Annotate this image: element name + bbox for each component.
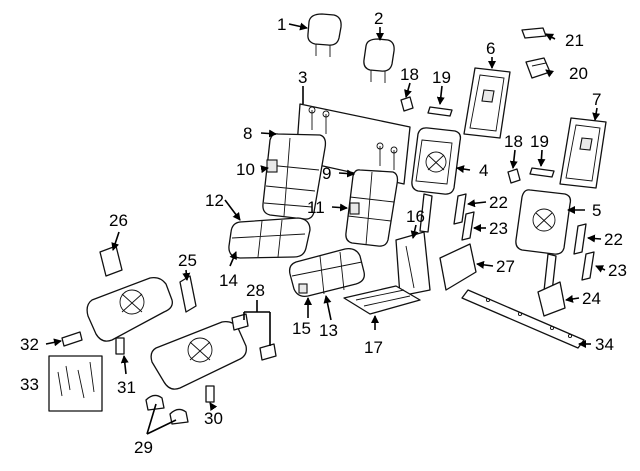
callout-29: 29 [134, 438, 153, 457]
callout-9: 9 [322, 164, 331, 183]
callout-25: 25 [178, 251, 197, 270]
trim-23-right [581, 251, 595, 281]
bracket-20 [525, 57, 551, 79]
callout-32: 32 [20, 335, 39, 354]
bolt-32 [61, 331, 83, 347]
trim-22-right [573, 223, 587, 255]
cushion-pan-17 [343, 285, 421, 315]
clip-18-upper [400, 96, 414, 112]
callout-10: 10 [236, 160, 255, 179]
callout-1: 1 [277, 15, 286, 34]
callout-33: 33 [20, 375, 39, 394]
side-panel-16 [395, 231, 431, 297]
callout-2: 2 [374, 9, 383, 28]
callout-26: 26 [109, 211, 128, 230]
callout-19-upper: 19 [432, 68, 451, 87]
leader-lines [45, 22, 606, 435]
floor-strip-34 [461, 289, 585, 349]
callout-13: 13 [319, 321, 338, 340]
clip-18-lower [507, 168, 521, 184]
bracket-21 [521, 27, 547, 39]
trim-23-left [461, 211, 475, 241]
headrest-center [363, 38, 395, 83]
headrest-guide-panel [295, 103, 411, 185]
callout-11: 11 [307, 198, 325, 217]
clip-19-lower [529, 167, 555, 178]
callout-22-left: 22 [489, 193, 508, 212]
bracket-28a [231, 313, 249, 331]
callout-24: 24 [582, 289, 601, 308]
callout-8: 8 [243, 124, 252, 143]
seat-frame-31 [86, 245, 173, 355]
callout-31: 31 [117, 378, 136, 397]
callout-27: 27 [496, 257, 515, 276]
seatback-panel-upper [463, 67, 511, 139]
seat-cushion-center [288, 248, 365, 297]
seat-cushion-left [228, 217, 311, 259]
callout-14: 14 [219, 271, 238, 290]
callout-15: 15 [292, 319, 311, 338]
callout-34: 34 [595, 335, 614, 354]
callout-30: 30 [204, 409, 223, 428]
callout-23-right: 23 [608, 261, 627, 280]
callout-4: 4 [479, 161, 488, 180]
hardware-kit-33 [48, 355, 103, 412]
callout-17: 17 [364, 338, 383, 357]
callout-16: 16 [406, 207, 425, 226]
callout-19-lower: 19 [530, 132, 549, 151]
bracket-25 [179, 275, 197, 313]
callout-3: 3 [298, 68, 307, 87]
side-panel-24 [537, 281, 566, 317]
callout-18-lower: 18 [504, 132, 523, 151]
headrest-left [307, 13, 342, 57]
seatback-frame-right [515, 189, 572, 293]
callout-28: 28 [246, 281, 265, 300]
seatback-frame-right-center [411, 127, 462, 233]
seatback-panel-right [559, 117, 607, 189]
callout-12: 12 [205, 191, 224, 210]
callout-labels: 1 2 3 4 5 6 7 8 9 10 11 12 13 14 15 16 1… [20, 9, 627, 457]
callout-5: 5 [592, 201, 601, 220]
seat-frame-30 [150, 320, 247, 403]
trim-22-left [453, 193, 467, 225]
bracket-28b [259, 343, 277, 361]
clip-19-upper [427, 106, 453, 117]
cover-29a [145, 394, 165, 411]
callout-20: 20 [569, 64, 588, 83]
callout-6: 6 [486, 39, 495, 58]
callout-7: 7 [592, 90, 601, 109]
callout-21: 21 [565, 31, 584, 50]
side-panel-27 [439, 243, 477, 291]
callout-23-left: 23 [489, 219, 508, 238]
seat-back-center [345, 169, 399, 247]
callout-18-upper: 18 [400, 65, 419, 84]
callout-22-right: 22 [604, 230, 623, 249]
